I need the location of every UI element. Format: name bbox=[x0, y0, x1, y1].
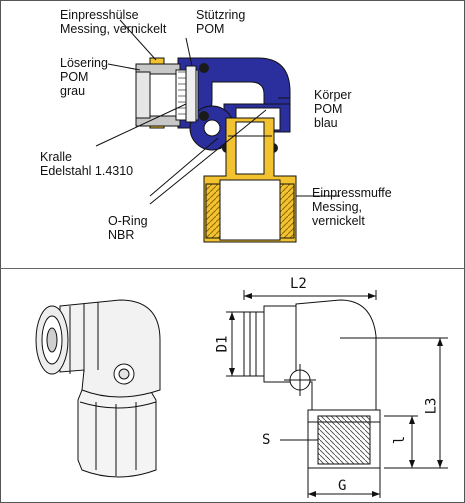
leader-lines bbox=[95, 19, 340, 205]
stuetzring-part bbox=[185, 65, 197, 123]
dimension-view bbox=[226, 290, 448, 498]
dimension-l2: L2 bbox=[290, 276, 307, 292]
dimension-l: l bbox=[392, 435, 409, 445]
label-kralle: Kralle Edelstahl 1.4310 bbox=[40, 150, 134, 178]
label-einpresshuelse: Einpresshülse Messing, vernickelt bbox=[60, 8, 167, 36]
label-einpressmuffe: Einpressmuffe Messing, vernickelt bbox=[312, 186, 392, 228]
label-oring: O-Ring NBR bbox=[108, 214, 148, 242]
dimension-d1: D1 bbox=[214, 335, 231, 353]
label-koerper: Körper POM blau bbox=[314, 88, 352, 130]
dimension-l3: L3 bbox=[423, 397, 440, 415]
dimension-s: S bbox=[262, 432, 271, 448]
perspective-view bbox=[35, 299, 161, 478]
dimension-g: G bbox=[338, 478, 347, 494]
label-loesering: Lösering POM grau bbox=[60, 56, 108, 98]
section-view bbox=[95, 19, 340, 243]
panel-divider bbox=[0, 268, 465, 269]
oring-part bbox=[199, 63, 209, 73]
label-stuetzring: Stützring POM bbox=[196, 8, 246, 36]
